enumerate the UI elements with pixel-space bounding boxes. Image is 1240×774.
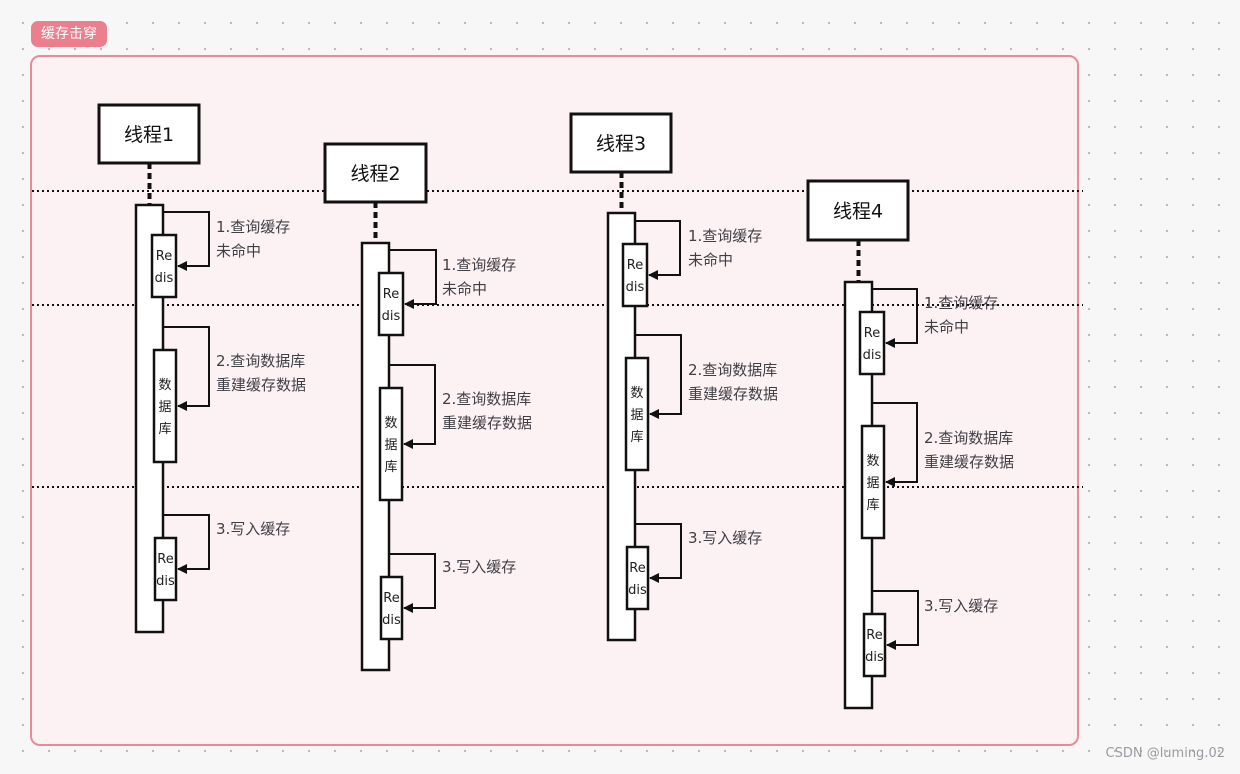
thread-1-step-3-call-arrow	[163, 514, 210, 574]
thread-4-step-2-call-arrow	[872, 402, 918, 487]
thread-3-step-2-box-text: 数	[630, 386, 643, 401]
thread-2-step-1-box-text: Re	[383, 287, 399, 302]
thread-1-step-2-box-text: 数	[158, 378, 171, 393]
thread-2-step-2-box-text: 库	[384, 459, 397, 475]
thread-1-step-1-label: 1.查询缓存	[216, 218, 290, 236]
thread-2-step-3-label: 3.写入缓存	[442, 558, 516, 576]
thread-2-step-3-box-text: dis	[382, 613, 401, 628]
thread-3-step-3-call-arrow	[635, 523, 682, 583]
thread-2-step-1-call-arrow	[389, 249, 437, 309]
thread-4-step-1-box	[858, 310, 886, 376]
thread-4-step-3-label: 3.写入缓存	[924, 597, 998, 615]
thread-1-step-2-box-text: 据	[158, 400, 171, 415]
thread-4-step-2-box	[860, 424, 886, 540]
thread-1-title: 线程1	[124, 124, 174, 146]
thread-2-step-1-box-text: dis	[382, 309, 401, 324]
thread-1-step-2-box-text: 库	[158, 421, 171, 437]
thread-2-header-box	[323, 142, 428, 204]
thread-4-step-3-box	[862, 612, 887, 678]
frame-title-tag[interactable]: 缓存击穿	[31, 21, 107, 47]
thread-3-title: 线程3	[596, 133, 646, 155]
thread-4-step-1-label: 1.查询缓存	[924, 294, 998, 312]
thread-1-step-2-label: 重建缓存数据	[216, 376, 306, 394]
thread-3-step-1-box	[621, 242, 649, 308]
thread-1-step-3-box-text: dis	[156, 574, 175, 589]
thread-4-step-2-label: 2.查询数据库	[924, 429, 1013, 447]
thread-4-step-2-box-text: 库	[866, 497, 879, 513]
thread-1-step-2-box	[152, 348, 178, 464]
thread-1-step-3-box	[153, 536, 178, 602]
thread-1-step-3-label: 3.写入缓存	[216, 520, 290, 538]
thread-4-step-3-call-arrow	[872, 590, 919, 650]
thread-2-title: 线程2	[350, 163, 400, 185]
thread-3-step-3-label: 3.写入缓存	[688, 529, 762, 547]
thread-1-step-1-call-arrow	[163, 211, 210, 271]
thread-2-step-2-box-text: 数	[384, 416, 397, 431]
thread-3-step-2-box-text: 据	[630, 408, 643, 423]
thread-3-step-2-box-text: 库	[630, 429, 643, 445]
thread-4-header-box	[806, 179, 910, 242]
thread-1-step-1-box-text: dis	[155, 271, 174, 286]
thread-3-step-1-label: 未命中	[688, 251, 733, 269]
thread-4-step-1-call-arrow	[872, 288, 918, 348]
thread-3-step-2-label: 重建缓存数据	[688, 385, 778, 403]
thread-2-step-1-box	[377, 271, 405, 337]
thread-4-step-1-label: 未命中	[924, 318, 969, 336]
diagram-frame	[30, 55, 1079, 746]
thread-2-step-2-call-arrow	[389, 364, 436, 449]
thread-2-step-1-label: 1.查询缓存	[442, 256, 516, 274]
thread-2-step-3-call-arrow	[389, 553, 436, 613]
thread-4-step-2-box-text: 据	[866, 476, 879, 491]
thread-2-step-2-box-text: 据	[384, 438, 397, 453]
thread-2-step-1-label: 未命中	[442, 280, 487, 298]
thread-3-step-1-label: 1.查询缓存	[688, 227, 762, 245]
thread-1-step-3: Re dis 3.写入缓存	[153, 514, 290, 602]
thread-4-step-2-label: 重建缓存数据	[924, 453, 1014, 471]
thread-4-step-3-box-text: dis	[865, 650, 884, 665]
thread-1-step-1-box-text: Re	[156, 249, 172, 264]
thread-3-step-2-call-arrow	[635, 334, 682, 419]
thread-1-step-1-box	[150, 233, 178, 299]
thread-1-step-1-label: 未命中	[216, 242, 261, 260]
thread-3-step-1-box-text: Re	[627, 258, 643, 273]
thread-4-step-3: Re dis 3.写入缓存	[862, 590, 998, 678]
thread-2-step-3-box-text: Re	[383, 591, 399, 606]
thread-4-title: 线程4	[833, 201, 883, 223]
thread-1-step-2-call-arrow	[163, 326, 210, 411]
thread-2-step-3-box	[379, 575, 404, 641]
thread-1-header-box	[97, 103, 201, 165]
thread-2-step-3: Re dis 3.写入缓存	[379, 553, 516, 641]
thread-4-step-2-box-text: 数	[866, 454, 879, 469]
thread-2-step-2-label: 2.查询数据库	[442, 390, 531, 408]
thread-4-step-1-box-text: Re	[864, 326, 880, 341]
thread-1-step-2-label: 2.查询数据库	[216, 352, 305, 370]
thread-4-step-3-box-text: Re	[866, 628, 882, 643]
thread-3-step-3: Re dis 3.写入缓存	[625, 523, 762, 611]
thread-3-step-2-box	[624, 356, 650, 472]
thread-2-step-2-label: 重建缓存数据	[442, 414, 532, 432]
thread-4-step-1-box-text: dis	[863, 348, 882, 363]
watermark: CSDN @luming.02	[1105, 746, 1226, 761]
thread-3-step-3-box	[625, 545, 650, 611]
thread-3-step-1-call-arrow	[635, 220, 681, 280]
thread-3-step-3-box-text: dis	[628, 583, 647, 598]
thread-3-step-1-box-text: dis	[626, 280, 645, 295]
thread-3-step-3-box-text: Re	[629, 561, 645, 576]
thread-2-step-2-box	[378, 386, 404, 502]
thread-3-step-2-label: 2.查询数据库	[688, 361, 777, 379]
thread-1-step-3-box-text: Re	[157, 552, 173, 567]
